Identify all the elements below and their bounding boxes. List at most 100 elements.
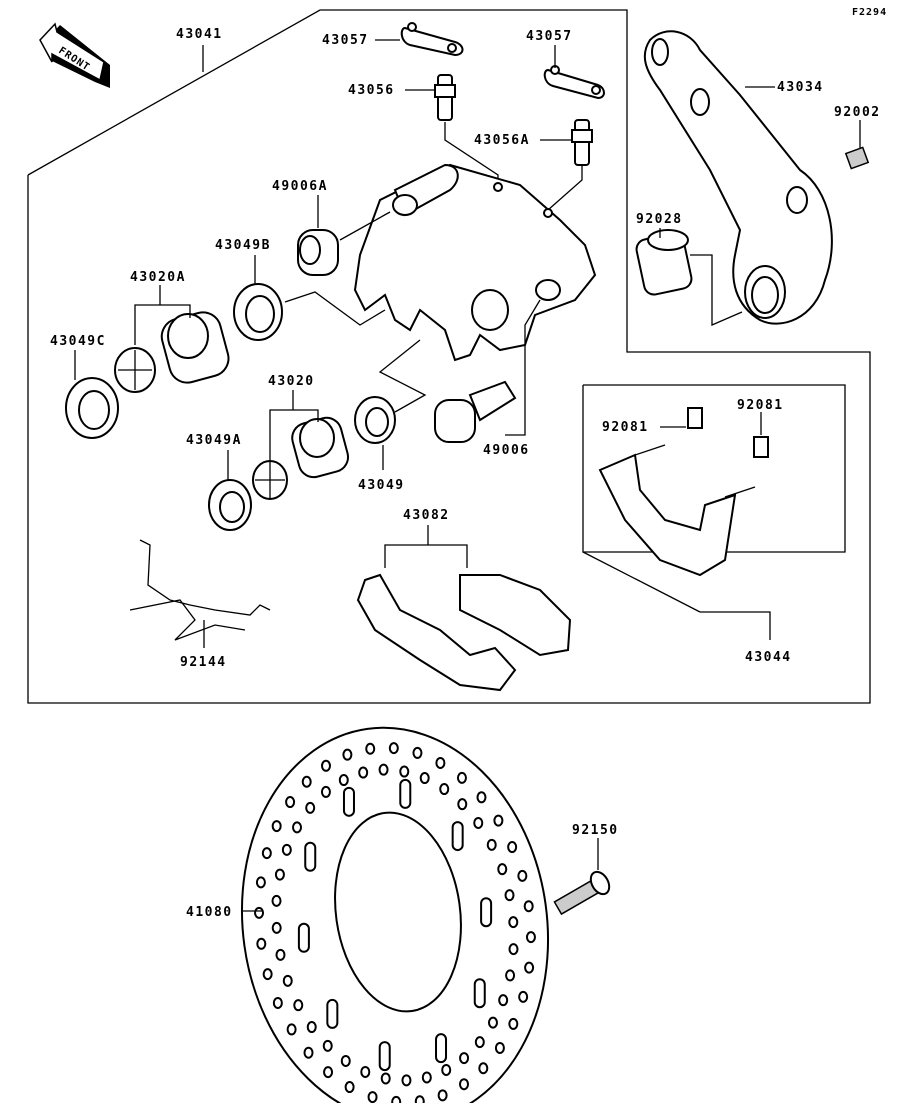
disc-hole — [275, 948, 286, 961]
disc-hole — [322, 1039, 333, 1052]
disc-hole — [518, 990, 529, 1003]
disc-hole — [358, 766, 369, 779]
seal-c-part — [65, 377, 119, 439]
disc-hole — [508, 916, 519, 929]
label-92144: 92144 — [180, 655, 227, 670]
disc-hole — [517, 869, 528, 882]
disc-slot — [304, 841, 317, 872]
disc-hole — [524, 961, 535, 974]
bleeder-cap-part — [400, 22, 464, 57]
disc-hole — [360, 1065, 371, 1078]
disc-hole — [367, 1091, 378, 1103]
pad-holder-part — [598, 444, 756, 577]
disc-hole — [525, 931, 536, 944]
label-43056: 43056 — [348, 83, 395, 98]
disc-hole — [476, 791, 487, 804]
holder-leader — [700, 611, 771, 640]
disc-hole — [293, 999, 304, 1012]
disc-hole — [498, 994, 509, 1007]
label-43057: 43057 — [322, 33, 369, 48]
disc-hole — [262, 968, 273, 981]
disc-hole — [340, 1054, 351, 1067]
disc-hole — [306, 1021, 317, 1034]
label-92081: 92081 — [737, 398, 784, 413]
disc-bolt-part — [553, 870, 611, 916]
disc-hole — [391, 1095, 402, 1103]
label-43057: 43057 — [526, 29, 573, 44]
disc-slot — [297, 922, 310, 953]
disc-hole — [256, 937, 267, 950]
disc-hole — [271, 921, 282, 934]
disc-hole — [272, 996, 283, 1009]
pad-spring-part — [129, 539, 271, 641]
disc-hole — [281, 843, 292, 856]
disc-hole — [254, 906, 265, 919]
disc-hole — [365, 742, 376, 755]
label-43034: 43034 — [777, 80, 824, 95]
disc-hole — [388, 742, 399, 755]
bleeder-valve-part — [571, 119, 593, 166]
disc-slot — [342, 786, 355, 817]
label-92002: 92002 — [834, 105, 881, 120]
bleeder-valve-part — [434, 74, 456, 121]
bleeder-cap-part — [543, 65, 605, 100]
disc-hole — [338, 774, 349, 787]
disc-hole — [282, 974, 293, 987]
disc-hole — [380, 1072, 391, 1085]
seal-a-part — [208, 479, 252, 531]
disc-hole — [274, 868, 285, 881]
seal-b-part — [233, 283, 283, 341]
brake-pad-part — [356, 573, 572, 692]
disc-hole — [459, 1078, 470, 1091]
disc-hole — [474, 1036, 485, 1049]
disc-hole — [271, 820, 282, 833]
pin-boot-a-part — [297, 229, 339, 276]
label-43082: 43082 — [403, 508, 450, 523]
clip-part — [753, 436, 769, 458]
label-41080: 41080 — [186, 905, 233, 920]
label-49006a: 49006A — [272, 179, 328, 194]
disc-slot — [473, 978, 486, 1009]
label-43049: 43049 — [358, 478, 405, 493]
disc-slot — [326, 998, 339, 1029]
label-43020a: 43020A — [130, 270, 186, 285]
disc-hole — [508, 943, 519, 956]
disc-hole — [487, 1016, 498, 1029]
disc-hole — [323, 1066, 334, 1079]
disc-hole — [421, 1071, 432, 1084]
clip-part — [687, 407, 703, 429]
disc-hole — [508, 1017, 519, 1030]
label-49006: 49006 — [483, 443, 530, 458]
disc-hole — [303, 1046, 314, 1059]
disc-slot — [378, 1041, 391, 1072]
disc-hole — [494, 1041, 505, 1054]
disc-hole — [292, 821, 303, 834]
disc-hole — [305, 801, 316, 814]
disc-hole — [255, 876, 266, 889]
disc-slot — [435, 1033, 448, 1064]
disc-slot — [451, 821, 464, 852]
disc-hole — [401, 1074, 412, 1087]
disc-hole — [261, 847, 272, 860]
label-43049c: 43049C — [50, 334, 106, 349]
holder-frame-leader — [582, 551, 701, 613]
label-43020: 43020 — [268, 374, 315, 389]
caliper-assembly-frame — [27, 9, 871, 704]
disc-hole — [285, 796, 296, 809]
bolt-92002-part — [844, 146, 870, 170]
label-92028: 92028 — [636, 212, 683, 227]
disc-hole — [439, 783, 450, 796]
disc-hole — [473, 816, 484, 829]
label-92150: 92150 — [572, 823, 619, 838]
disc-hole — [419, 772, 430, 785]
label-43049a: 43049A — [186, 433, 242, 448]
piston-a-part — [160, 311, 230, 384]
disc-hole — [301, 775, 312, 788]
disc-hole — [486, 838, 497, 851]
disc-hole — [435, 756, 446, 769]
label-43049b: 43049B — [215, 238, 271, 253]
piston-insulator-part — [252, 460, 288, 500]
collar-part — [635, 229, 693, 296]
label-43041: 43041 — [176, 27, 223, 42]
